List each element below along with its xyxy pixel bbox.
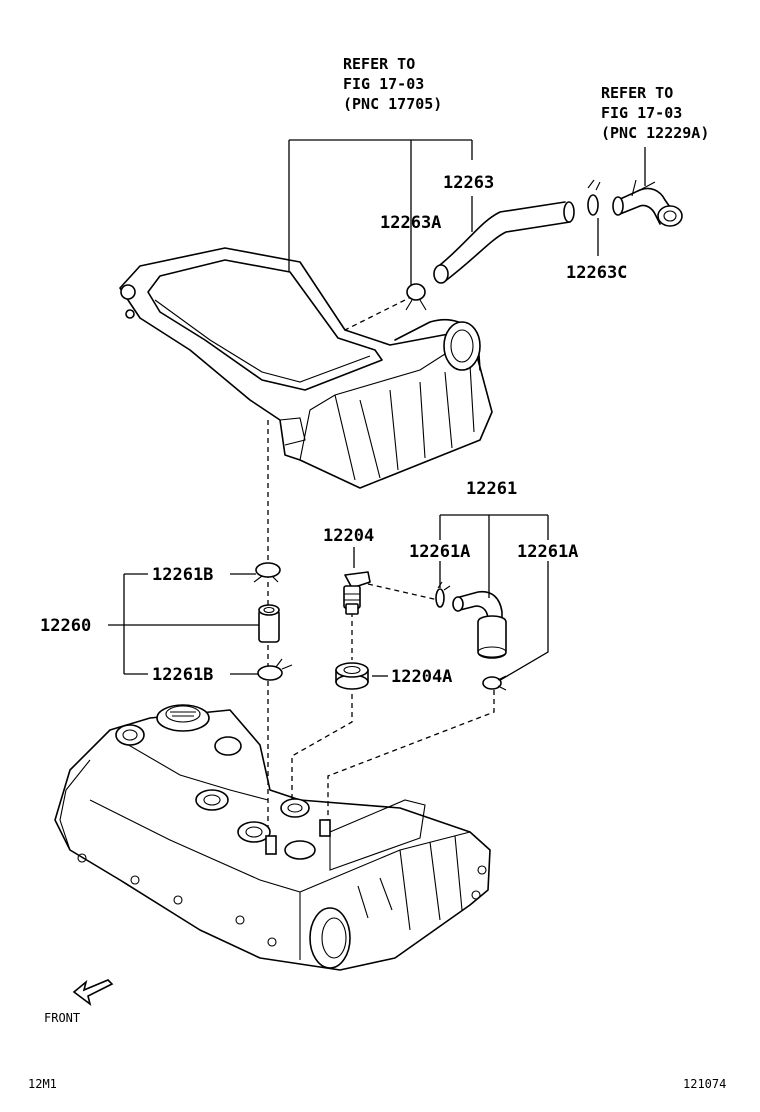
label-12261A-left: 12261A [409,542,470,562]
grommet-12204A [335,662,369,690]
reference-note-12229A: REFER TO FIG 17-03 (PNC 12229A) [601,84,709,142]
ref2-line3: (PNC 12229A) [601,124,709,142]
label-12260: 12260 [40,616,91,636]
leader-lines [108,218,599,683]
pcv-valve-12204 [343,571,371,615]
diagram-code-left: 12M1 [28,1077,57,1091]
clamp-12261A-left [435,581,451,608]
clamp-12261B-bottom [257,658,293,681]
clamp-12263A [405,283,427,311]
ref2-line1: REFER TO [601,84,673,102]
label-12204A: 12204A [391,667,452,687]
clamp-12261A-right [482,675,507,691]
label-12263C: 12263C [566,263,627,283]
elbow-connector-12229A [612,179,683,227]
reference-note-17705: REFER TO FIG 17-03 (PNC 17705) [343,55,442,113]
front-label: FRONT [44,1011,80,1025]
label-12263: 12263 [443,173,494,193]
front-arrow-icon [72,979,114,1006]
ref1-line2: FIG 17-03 [343,75,424,93]
ref2-line2: FIG 17-03 [601,104,682,122]
ref1-leader [288,139,473,285]
ref1-line3: (PNC 17705) [343,95,442,113]
air-cleaner-cap [119,247,493,489]
ref1-line1: REFER TO [343,55,415,73]
diagram-code-right: 121074 [683,1077,726,1091]
clamp-12261B-top [253,562,281,583]
label-12261B-top: 12261B [152,565,213,585]
label-12204: 12204 [323,526,374,546]
hose-12260 [258,604,280,643]
clamp-12263C [587,179,601,216]
hose-12263 [433,201,575,284]
label-12263A: 12263A [380,213,441,233]
label-12261A-right: 12261A [517,542,578,562]
hose-12261 [452,590,507,659]
label-12261: 12261 [466,479,517,499]
cylinder-head-cover [54,704,491,971]
label-12261B-bottom: 12261B [152,665,213,685]
assembly-dashed-lines [267,295,495,840]
